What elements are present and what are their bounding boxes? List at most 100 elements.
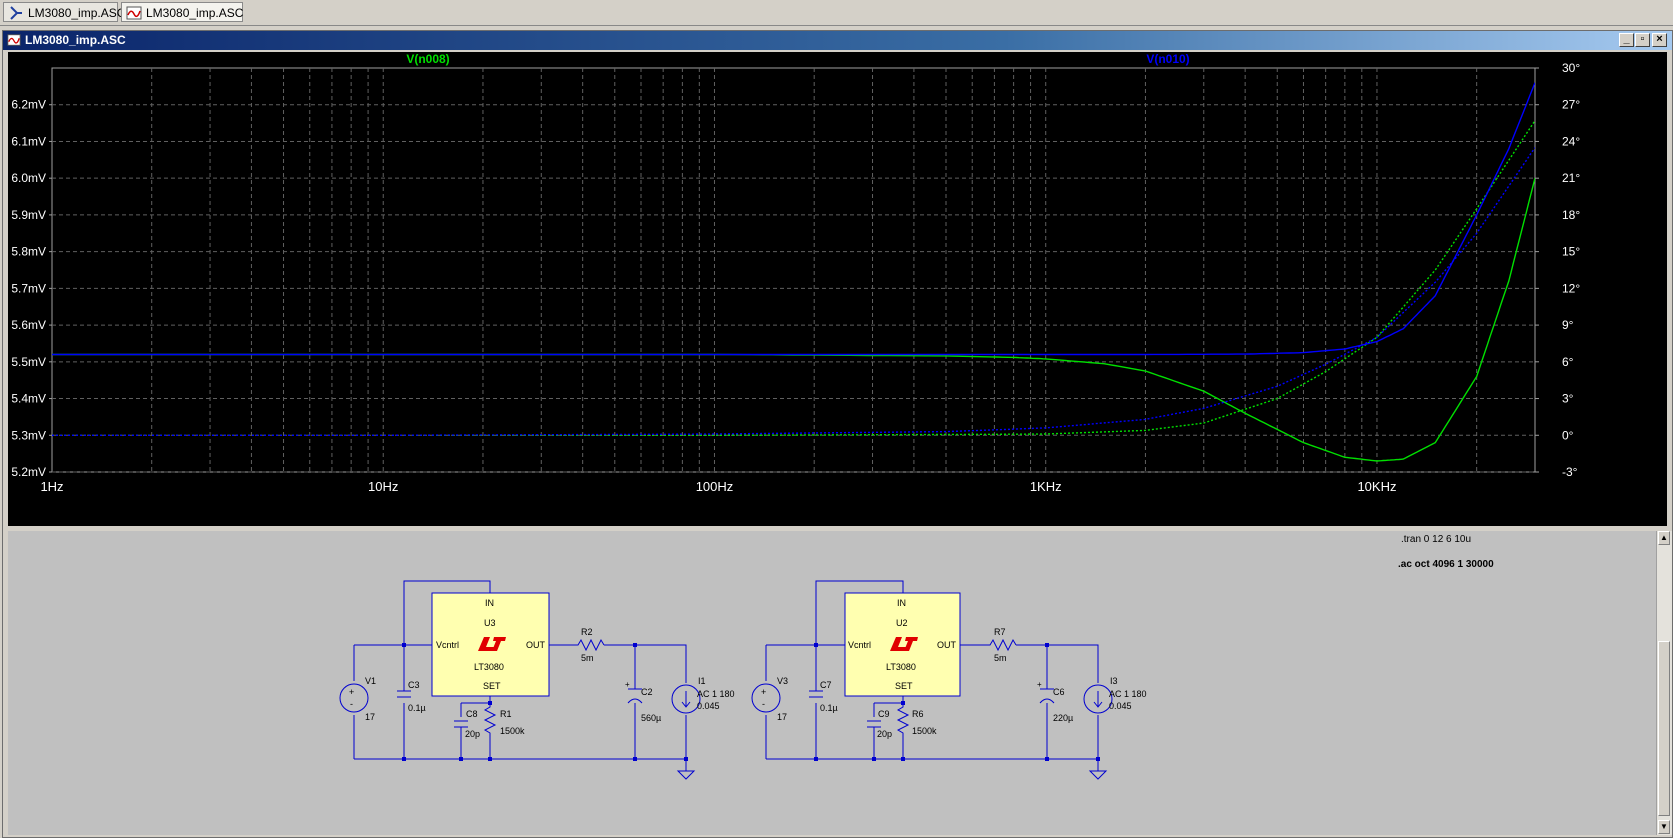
c8-name: C8 (466, 709, 478, 719)
u2-pin-in: IN (897, 598, 906, 608)
schematic-svg[interactable]: .tran 0 12 6 10u .ac oct 4096 1 30000 (8, 531, 1656, 835)
tab-schematic[interactable]: LM3080_imp.ASC (3, 2, 125, 22)
x-tick-label: 10Hz (368, 479, 398, 494)
scroll-down-icon[interactable]: ▼ (1658, 820, 1670, 834)
r6-resistor[interactable] (896, 703, 910, 736)
r7-resistor[interactable] (986, 638, 1017, 652)
scroll-thumb[interactable] (1658, 641, 1670, 816)
i1-name: I1 (698, 676, 706, 686)
y-left-tick-label: 6.2mV (11, 98, 46, 112)
waveform-icon (126, 6, 142, 20)
i1-source[interactable] (671, 684, 701, 714)
y-right-tick-label: 30° (1562, 61, 1580, 75)
c6-name: C6 (1053, 687, 1065, 697)
c3-capacitor[interactable] (397, 690, 411, 698)
u2-pin-out: OUT (937, 640, 957, 650)
window-title: LM3080_imp.ASC (25, 33, 126, 47)
u3-pin-ctrl: Vcntrl (436, 640, 459, 650)
series-line-vn010-magnitude (52, 82, 1535, 356)
y-left-tick-label: 5.9mV (11, 208, 46, 222)
minimize-button[interactable]: _ (1619, 33, 1634, 47)
c7-capacitor[interactable] (809, 690, 823, 698)
schematic-vertical-scrollbar[interactable]: ▲ ▼ (1656, 531, 1672, 835)
svg-text:+: + (761, 687, 766, 697)
c2-capacitor[interactable] (627, 688, 643, 704)
y-right-tick-label: 27° (1562, 98, 1580, 112)
v1-source[interactable] (339, 683, 369, 713)
regulator-u2[interactable] (844, 592, 961, 697)
y-right-tick-label: 24° (1562, 134, 1580, 148)
u3-pin-in: IN (485, 598, 494, 608)
regulator-u3[interactable] (431, 592, 550, 697)
ac-directive[interactable]: .ac oct 4096 1 30000 (1398, 559, 1494, 570)
restore-button[interactable]: ▫ (1635, 33, 1650, 47)
svg-text:-: - (762, 699, 765, 709)
series-line-vn010-phase (52, 147, 1535, 436)
scroll-up-icon[interactable]: ▲ (1658, 531, 1670, 545)
schematic-pane[interactable]: .tran 0 12 6 10u .ac oct 4096 1 30000 (8, 531, 1656, 835)
i3-name: I3 (1110, 676, 1118, 686)
r6-name: R6 (912, 709, 924, 719)
c8-value: 20p (465, 729, 480, 739)
u3-part: LT3080 (474, 662, 504, 672)
trace-label: V(n010) (1146, 52, 1189, 66)
v3-source[interactable] (751, 683, 781, 713)
i3-value1: AC 1 180 (1109, 689, 1147, 699)
u2-ref: U2 (896, 618, 908, 628)
y-left-tick-label: 5.6mV (11, 318, 46, 332)
tab-schematic-label: LM3080_imp.ASC (28, 6, 126, 20)
c9-capacitor[interactable] (867, 720, 881, 728)
svg-text:-: - (350, 699, 353, 709)
x-tick-label: 100Hz (696, 479, 734, 494)
svg-text:+: + (1037, 680, 1042, 689)
i1-value1: AC 1 180 (697, 689, 735, 699)
r1-resistor[interactable] (483, 703, 497, 736)
i1-value2: 0.045 (697, 701, 720, 711)
r7-name: R7 (994, 627, 1006, 637)
lt-logo-icon (890, 637, 918, 651)
c7-name: C7 (820, 680, 832, 690)
y-right-tick-label: 0° (1562, 428, 1574, 442)
r2-resistor[interactable] (574, 638, 605, 652)
y-left-tick-label: 6.1mV (11, 134, 46, 148)
junction-dots (402, 643, 688, 761)
window-titlebar[interactable]: LM3080_imp.ASC _ ▫ × (3, 31, 1672, 50)
y-right-tick-label: -3° (1562, 465, 1578, 479)
y-right-tick-label: 15° (1562, 245, 1580, 259)
u3-pin-set: SET (483, 681, 501, 691)
r6-value: 1500k (912, 726, 937, 736)
tran-directive[interactable]: .tran 0 12 6 10u (1401, 534, 1471, 545)
v1-value: 17 (365, 712, 375, 722)
c6-capacitor[interactable] (1039, 688, 1055, 704)
c8-capacitor[interactable] (454, 720, 468, 728)
junction-dots (814, 643, 1100, 761)
v3-name: V3 (777, 676, 788, 686)
c2-name: C2 (641, 687, 653, 697)
y-right-tick-label: 3° (1562, 392, 1574, 406)
y-left-tick-label: 5.5mV (11, 355, 46, 369)
c2-value: 560µ (641, 713, 661, 723)
circuit-1 (353, 580, 687, 771)
c6-value: 220µ (1053, 713, 1073, 723)
close-button[interactable]: × (1652, 33, 1667, 47)
ground-icon (676, 770, 696, 780)
document-tab-bar: LM3080_imp.ASC LM3080_imp.ASC (0, 0, 1673, 26)
bode-plot-svg[interactable]: 6.2mV6.1mV6.0mV5.9mV5.8mV5.7mV5.6mV5.5mV… (8, 52, 1667, 526)
r1-value: 1500k (500, 726, 525, 736)
r7-value: 5m (994, 653, 1007, 663)
y-left-tick-label: 6.0mV (11, 171, 46, 185)
tab-waveform[interactable]: LM3080_imp.ASC (121, 2, 243, 22)
v3-value: 17 (777, 712, 787, 722)
c9-name: C9 (878, 709, 890, 719)
x-tick-label: 1KHz (1030, 479, 1062, 494)
y-left-tick-label: 5.4mV (11, 392, 46, 406)
y-left-tick-label: 5.3mV (11, 428, 46, 442)
y-right-tick-label: 18° (1562, 208, 1580, 222)
y-left-tick-label: 5.2mV (11, 465, 46, 479)
i3-source[interactable] (1083, 684, 1113, 714)
v1-name: V1 (365, 676, 376, 686)
tab-waveform-label: LM3080_imp.ASC (146, 6, 244, 20)
r1-name: R1 (500, 709, 512, 719)
y-left-tick-label: 5.7mV (11, 281, 46, 295)
